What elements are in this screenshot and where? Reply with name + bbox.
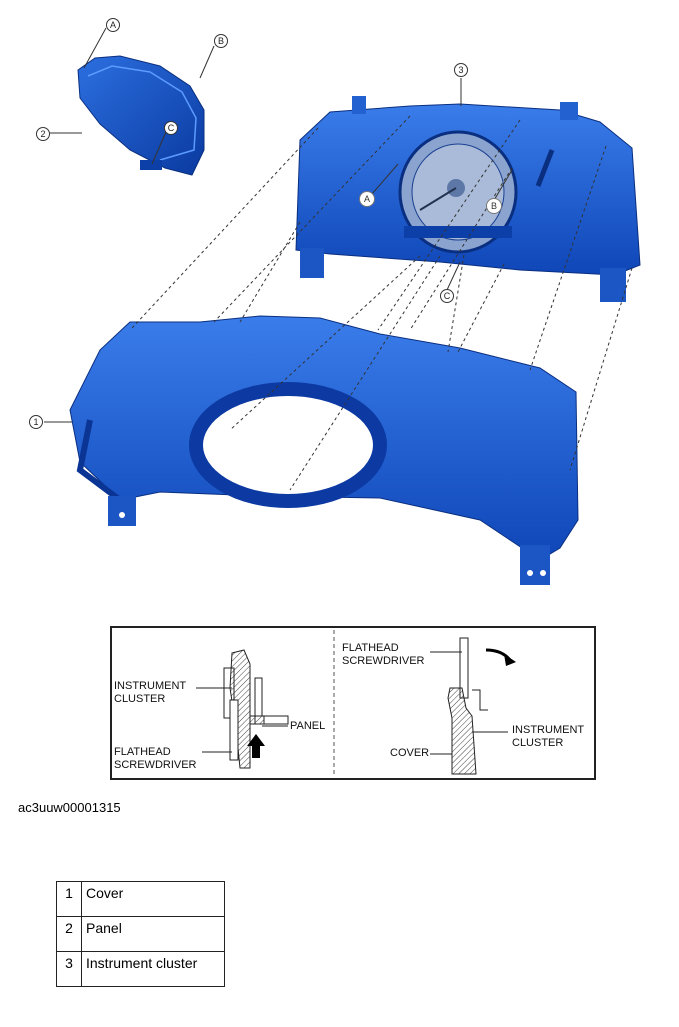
label-flathead-screwdriver-right: FLATHEAD SCREWDRIVER — [342, 642, 425, 667]
label-instrument-cluster-left: INSTRUMENT CLUSTER — [114, 680, 187, 705]
removal-detail-box: INSTRUMENT CLUSTER PANEL FLATHEAD SCREWD… — [110, 626, 596, 780]
label-flathead-screwdriver-left: FLATHEAD SCREWDRIVER — [114, 746, 197, 771]
figure-code: ac3uuw00001315 — [18, 800, 121, 815]
callout-3: 3 — [454, 63, 468, 77]
callout-2: 2 — [36, 127, 50, 141]
table-row: 1 Cover — [56, 881, 225, 917]
callout-leaders — [44, 27, 513, 423]
table-row: 3 Instrument cluster — [56, 951, 225, 987]
legend-num: 3 — [56, 951, 82, 987]
callout-b-panel: B — [214, 34, 228, 48]
instrument-cluster-part — [295, 96, 641, 302]
legend-name: Panel — [81, 916, 225, 952]
detail-illustration — [196, 630, 516, 776]
legend-num: 2 — [56, 916, 82, 952]
callout-a-panel: A — [106, 18, 120, 32]
table-row: 2 Panel — [56, 916, 225, 952]
callout-c-panel: C — [164, 121, 178, 135]
cover-part — [69, 315, 579, 585]
callout-a-cluster: A — [360, 192, 374, 206]
exploded-view-illustration — [44, 27, 641, 585]
parts-legend-table: 1 Cover 2 Panel 3 Instrument cluster — [56, 881, 225, 987]
panel-part — [77, 55, 205, 176]
alignment-lines — [131, 115, 633, 491]
label-cover: COVER — [390, 747, 430, 759]
legend-name: Instrument cluster — [81, 951, 225, 987]
label-instrument-cluster-right: INSTRUMENT CLUSTER — [512, 724, 585, 749]
legend-num: 1 — [56, 881, 82, 917]
callout-b-cluster: B — [487, 199, 501, 213]
callout-1: 1 — [29, 415, 43, 429]
legend-name: Cover — [81, 881, 225, 917]
label-panel: PANEL — [290, 720, 326, 732]
callout-c-cluster: C — [440, 289, 454, 303]
